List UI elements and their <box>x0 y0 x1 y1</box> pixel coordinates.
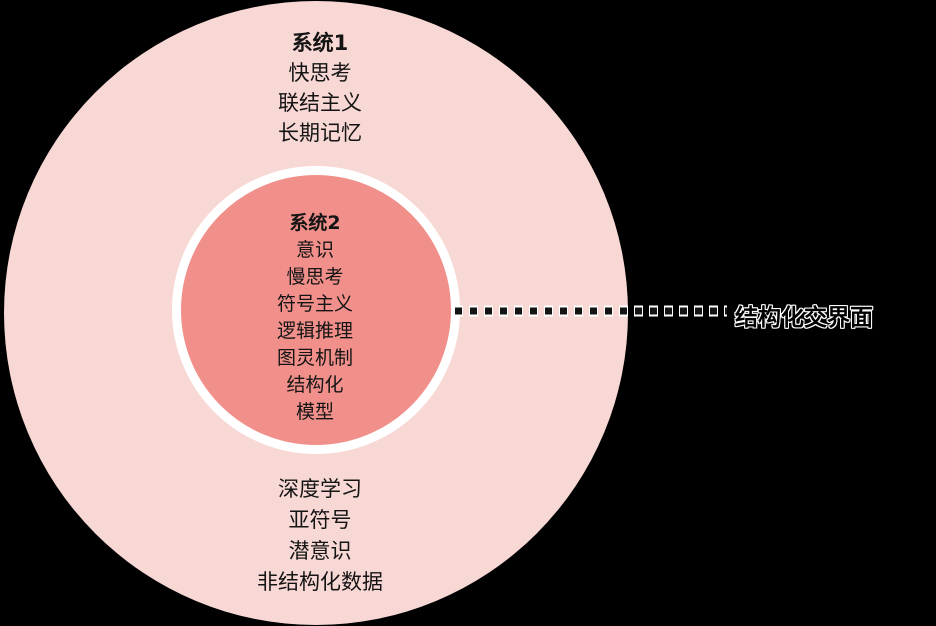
system2-line: 符号主义 <box>276 293 353 315</box>
bottom-line: 潜意识 <box>288 539 352 563</box>
system1-line: 联结主义 <box>278 91 362 115</box>
system2-title: 系统2 <box>289 212 341 234</box>
system1-line: 快思考 <box>288 61 352 85</box>
system2-text-block: 系统2 意识 慢思考 符号主义 逻辑推理 图灵机制 结构化 模型 <box>195 210 435 426</box>
system2-line: 逻辑推理 <box>276 320 353 342</box>
system2-line: 图灵机制 <box>276 347 353 369</box>
system2-line: 结构化 <box>286 374 344 396</box>
inner-circle-system2 <box>172 166 460 454</box>
system1-line: 长期记忆 <box>278 121 362 145</box>
structured-interface-dotted-line <box>455 305 727 317</box>
system1-title: 系统1 <box>291 31 349 55</box>
system2-line: 模型 <box>295 401 334 423</box>
outer-bottom-text-block: 深度学习 亚符号 潜意识 非结构化数据 <box>170 474 470 598</box>
bottom-line: 深度学习 <box>278 477 362 501</box>
bottom-line: 亚符号 <box>288 508 352 532</box>
bottom-line: 非结构化数据 <box>257 570 383 594</box>
system1-text-block: 系统1 快思考 联结主义 长期记忆 <box>170 28 470 148</box>
structured-interface-label: 结构化交界面 <box>735 305 873 331</box>
system2-line: 意识 <box>295 239 334 261</box>
system2-line: 慢思考 <box>286 266 344 288</box>
